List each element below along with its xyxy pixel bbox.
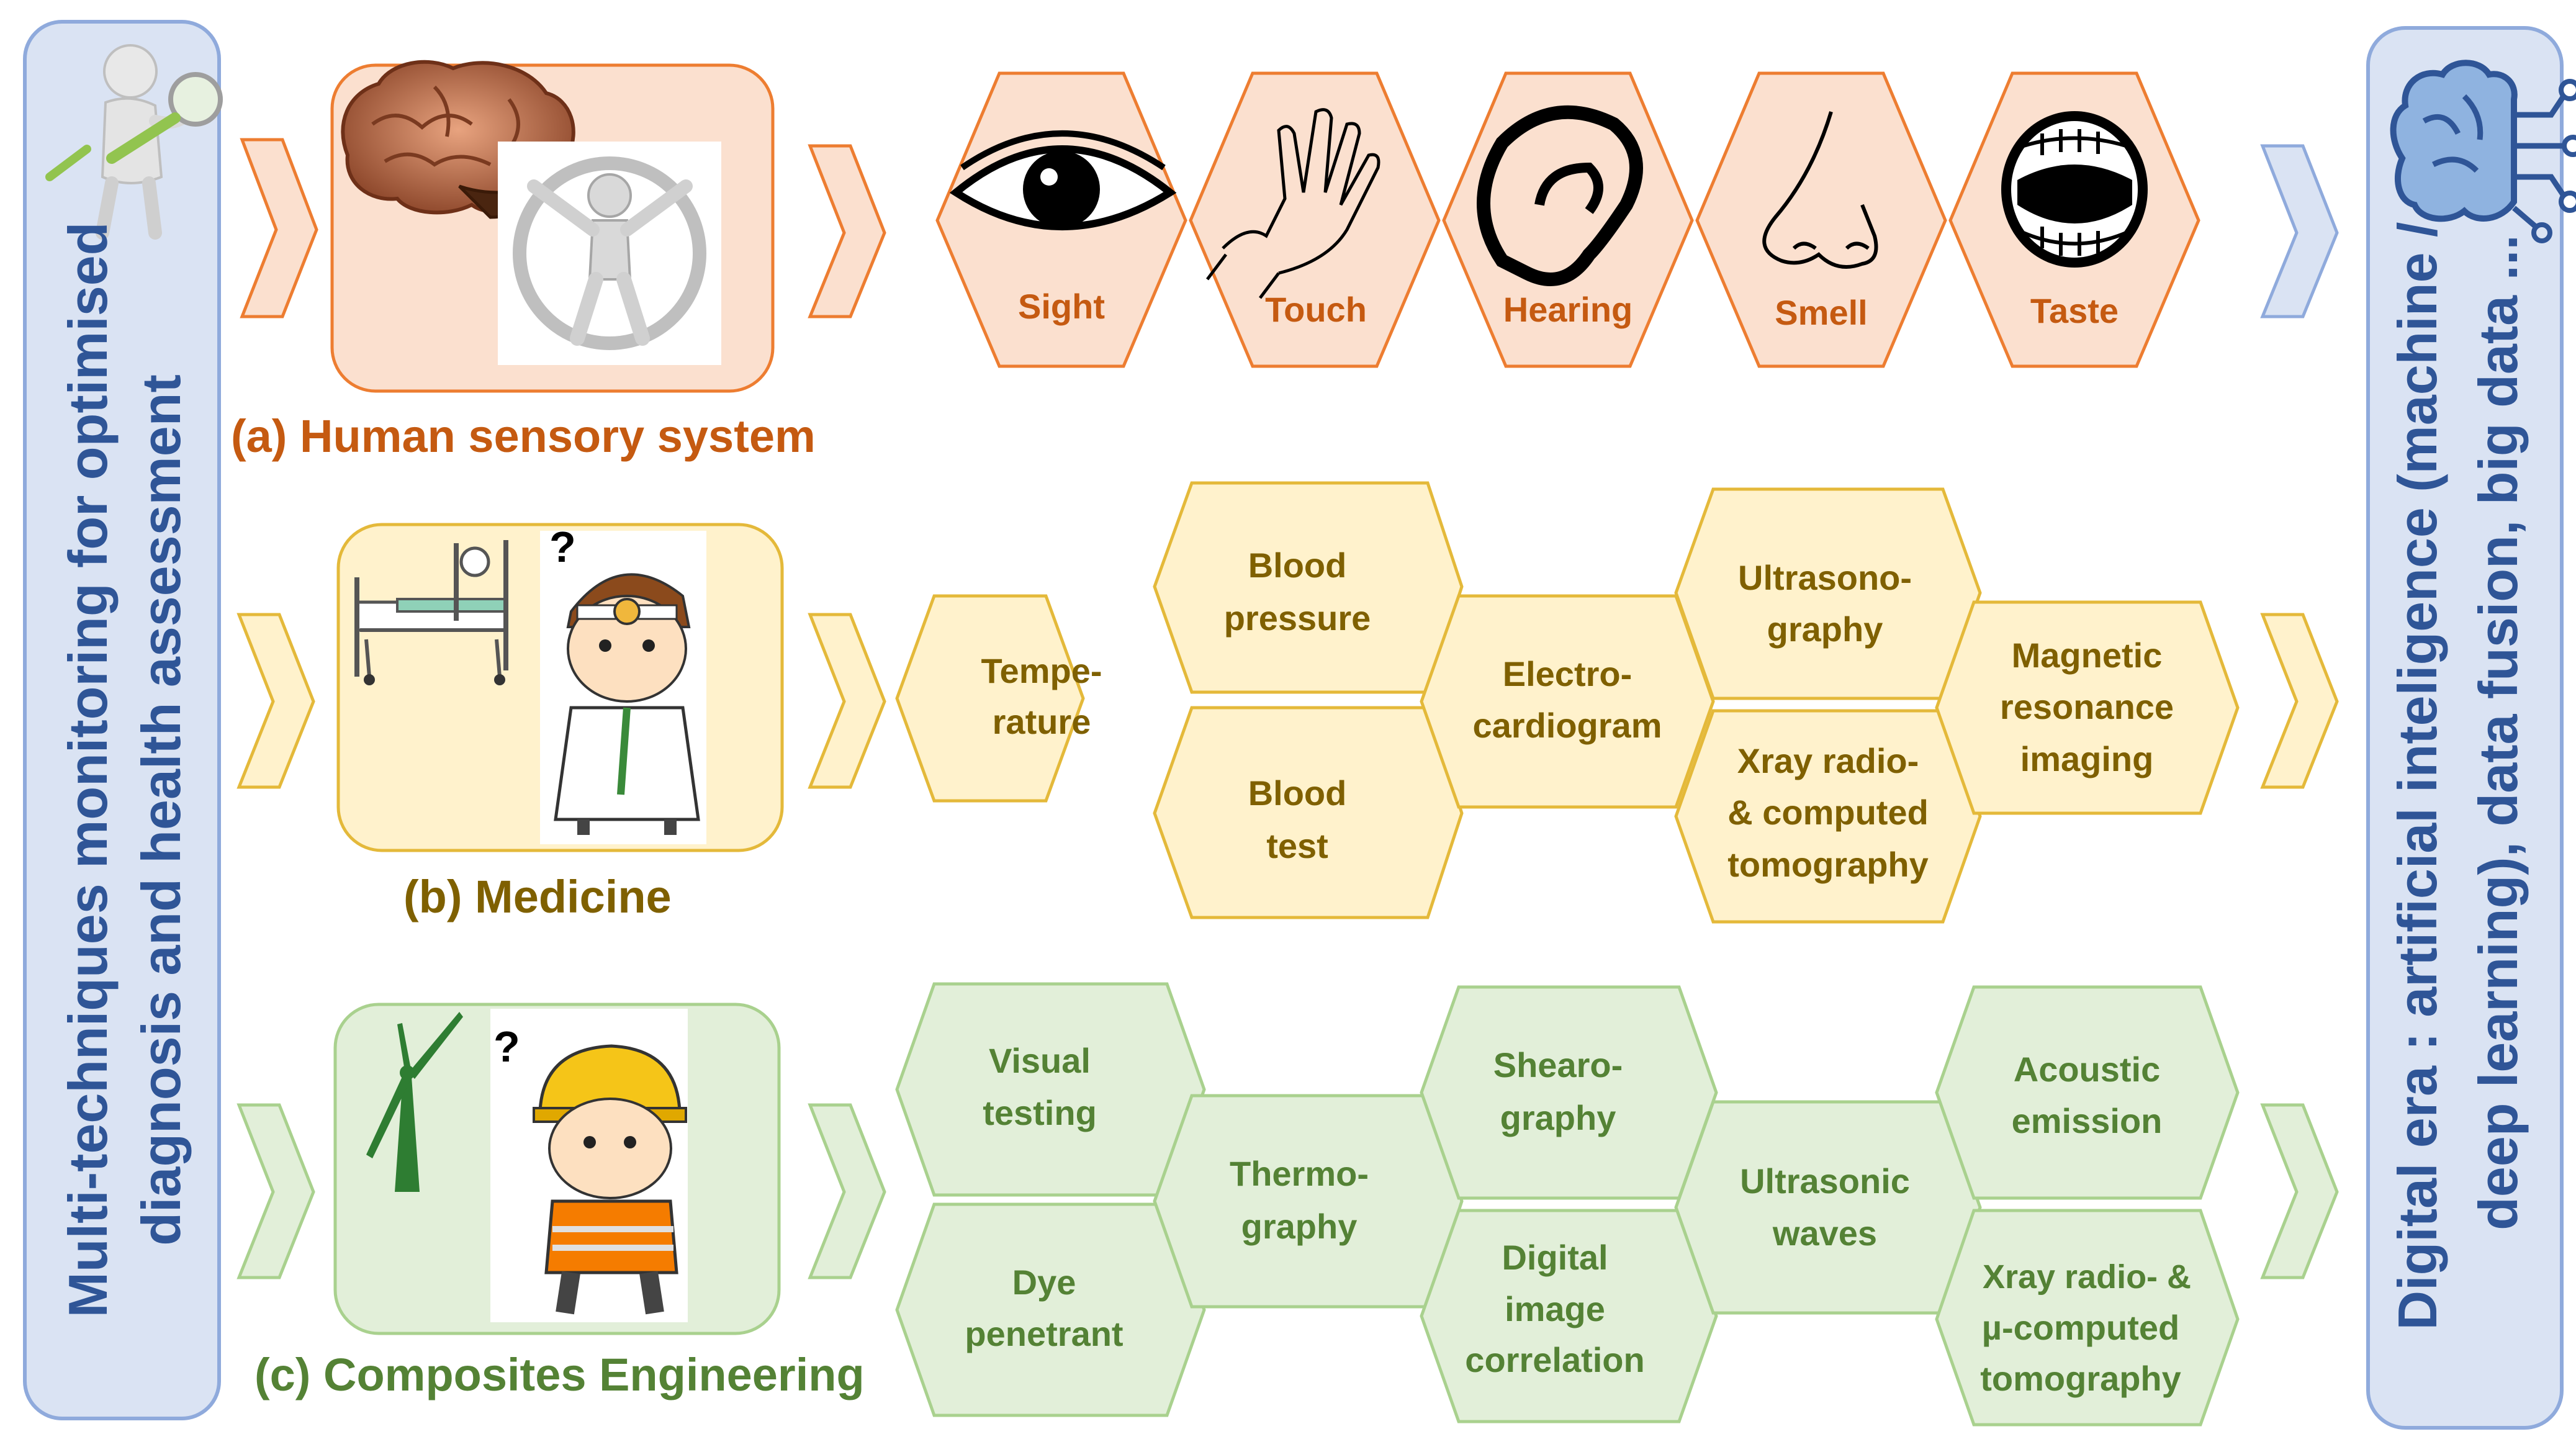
hex-label-line: resonance	[2000, 687, 2174, 726]
hex-label-line: graphy	[1500, 1098, 1616, 1137]
hex-label-line: Visual	[989, 1041, 1091, 1080]
hex-label-line: Tempe-	[981, 651, 1102, 690]
med-hex-mri: Magnetic resonance imaging	[1935, 600, 2240, 815]
row-composites: ? Visual testing Dye penetrant Thermo- g…	[236, 982, 2339, 1427]
hex-label-line: penetrant	[965, 1314, 1123, 1353]
hex-label-line: tomography	[1980, 1359, 2181, 1398]
hospital-bed-icon	[354, 540, 508, 685]
hex-label-line: imaging	[2020, 739, 2154, 778]
right-banner: Digital era : artificial inteligence (ma…	[2366, 26, 2576, 1430]
wind-turbine-icon	[366, 1012, 463, 1192]
med-hex-blood-test: Blood test	[1153, 706, 1464, 919]
left-banner-line2: diagnosis and health assessment	[130, 374, 192, 1246]
hex-label-line: Blood	[1248, 546, 1347, 585]
chevron-arrow-icon	[2260, 1103, 2339, 1279]
med-hex-blood-pressure: Blood pressure	[1153, 481, 1464, 694]
chevron-arrow-icon	[240, 138, 318, 318]
ai-brain-circuit-icon	[2390, 60, 2576, 243]
hex-label-line: graphy	[1241, 1207, 1358, 1246]
chevron-arrow-icon	[236, 1103, 315, 1279]
row-sensory: Sight Touch Hearing Smell	[231, 60, 2339, 462]
hex-label-line: Electro-	[1503, 654, 1633, 693]
row-title-composites: (c) Composites Engineering	[254, 1349, 865, 1400]
chevron-arrow-icon	[808, 1103, 886, 1279]
hex-label-line: Ultrasono-	[1738, 558, 1912, 597]
sense-hex-taste: Taste	[1948, 71, 2200, 368]
comp-hex-shearography: Shearo- graphy	[1420, 985, 1718, 1200]
sense-hex-smell: Smell	[1695, 71, 1947, 368]
chevron-arrow-icon	[236, 613, 315, 789]
med-hex-electrocardiogram: Electro- cardiogram	[1420, 594, 1715, 809]
sense-label: Smell	[1775, 293, 1867, 332]
comp-hex-thermography: Thermo- graphy	[1153, 1094, 1464, 1309]
chevron-arrow-icon	[2260, 144, 2339, 318]
engineer-icon: ?	[493, 1022, 687, 1315]
sense-label: Taste	[2030, 291, 2119, 330]
med-hex-ultrasonography: Ultrasono- graphy	[1674, 487, 1982, 700]
chevron-arrow-icon	[808, 613, 886, 789]
sense-label: Hearing	[1503, 290, 1633, 329]
hex-label-line: emission	[2012, 1101, 2163, 1140]
sense-hex-sight: Sight	[935, 71, 1187, 368]
comp-hex-digital-image-correlation: Digital image correlation	[1420, 1209, 1718, 1423]
hex-label-line: rature	[993, 702, 1091, 741]
hex-label-line: Acoustic	[2014, 1050, 2161, 1089]
sense-hex-hearing: Hearing	[1442, 71, 1694, 368]
sense-hex-touch: Touch	[1189, 71, 1441, 368]
comp-hex-acoustic-emission: Acoustic emission	[1935, 985, 2240, 1200]
chevron-arrow-icon	[2260, 613, 2339, 789]
hex-label-line: Xray radio- &	[1983, 1258, 2191, 1296]
hex-label-line: µ-computed	[1982, 1308, 2179, 1347]
sense-label: Touch	[1265, 290, 1367, 329]
comp-hex-xray-microct: Xray radio- & µ-computed tomography	[1935, 1209, 2240, 1427]
hex-label-line: graphy	[1767, 610, 1883, 649]
hex-label-line: Shearo-	[1493, 1045, 1623, 1084]
row-title-sensory: (a) Human sensory system	[231, 410, 816, 462]
comp-hex-dye-penetrant: Dye penetrant	[895, 1202, 1206, 1417]
human-figure-icon	[513, 156, 706, 350]
sense-label: Sight	[1018, 287, 1105, 326]
row-medicine: ? Tempe- rature Blood pressure Blood tes…	[236, 481, 2339, 924]
comp-hex-ultrasonic-waves: Ultrasonic waves	[1674, 1100, 1982, 1315]
ear-icon	[1477, 105, 1643, 286]
hex-label-line: Dye	[1012, 1263, 1076, 1302]
nose-icon	[1762, 111, 1878, 269]
hex-label-line: Thermo-	[1230, 1154, 1369, 1193]
hex-label-line: test	[1266, 826, 1328, 865]
right-banner-line2: deep learning), data fusion, big data ..…	[2467, 235, 2529, 1230]
row-title-medicine: (b) Medicine	[403, 871, 672, 922]
hex-label-line: cardiogram	[1473, 706, 1662, 745]
chevron-arrow-icon	[808, 144, 886, 318]
comp-hex-visual-testing: Visual testing	[895, 982, 1206, 1197]
med-hex-xray-ct: Xray radio- & computed tomography	[1674, 709, 1982, 924]
hand-icon	[1206, 108, 1380, 299]
hex-label-line: Blood	[1248, 773, 1347, 813]
hex-label-line: Digital	[1502, 1238, 1608, 1277]
hex-label-line: Magnetic	[2012, 636, 2163, 675]
right-banner-line1: Digital era : artificial inteligence (ma…	[2387, 222, 2448, 1330]
magnifier-person-icon	[45, 44, 223, 240]
hex-label-line: tomography	[1727, 845, 1929, 884]
left-banner-line1: Multi-techniques monitoring for optimise…	[57, 222, 119, 1318]
mouth-icon	[2001, 111, 2148, 268]
eye-icon	[949, 130, 1177, 230]
hex-label-line: correlation	[1465, 1340, 1644, 1379]
hex-label-line: & computed	[1727, 793, 1929, 832]
hex-label-line: waves	[1772, 1214, 1877, 1253]
hex-label-line: Xray radio-	[1737, 741, 1919, 780]
hex-label-line: testing	[983, 1093, 1097, 1132]
left-banner: Multi-techniques monitoring for optimise…	[23, 20, 223, 1420]
hex-label-line: Ultrasonic	[1740, 1161, 1910, 1201]
med-hex-temperature: Tempe- rature	[895, 594, 1102, 803]
svg-text:?: ?	[549, 523, 576, 571]
hex-label-line: pressure	[1224, 598, 1371, 638]
svg-text:?: ?	[493, 1022, 520, 1071]
hex-label-line: image	[1505, 1289, 1605, 1328]
doctor-icon: ?	[549, 523, 700, 835]
